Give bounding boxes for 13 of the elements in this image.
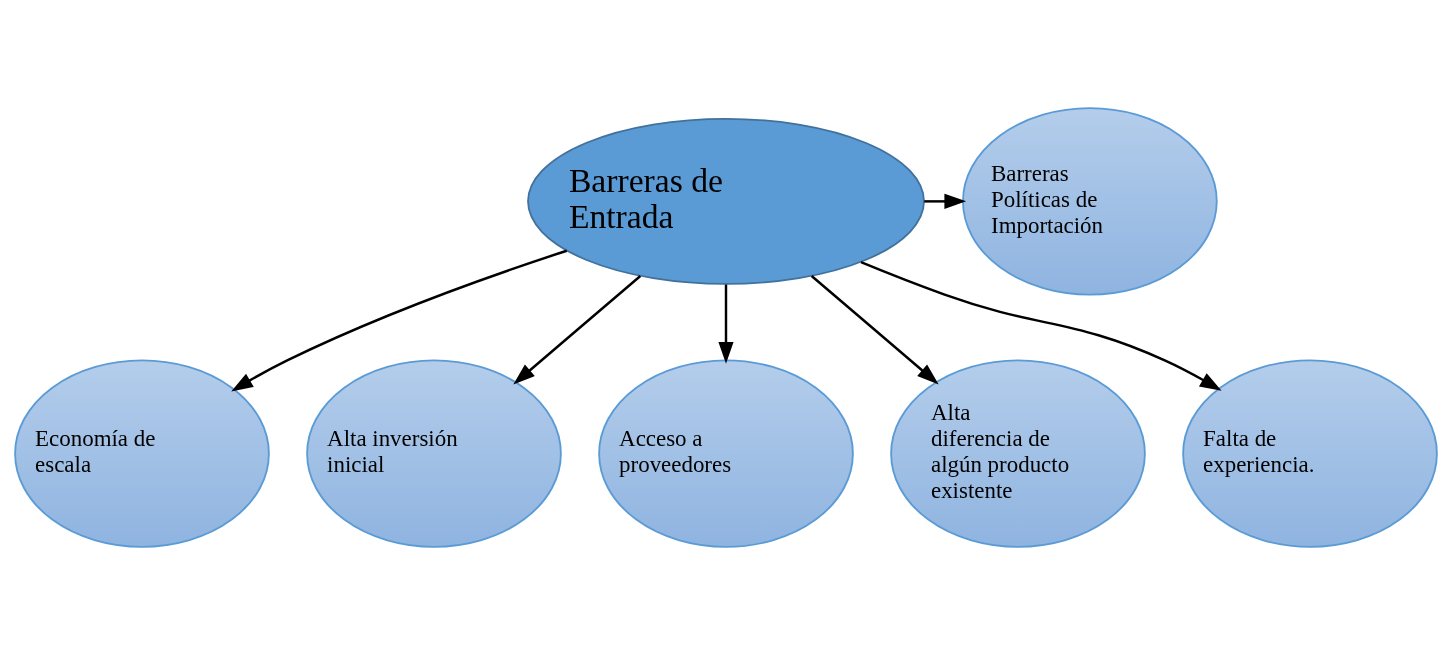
arrow	[924, 193, 967, 209]
node-ellipse: Economía de escala	[14, 358, 270, 548]
node-ellipse: Acceso a proveedores	[598, 358, 854, 548]
arrow	[231, 249, 568, 391]
arrow	[718, 284, 734, 364]
node-ellipse: Falta de experiencia.	[1182, 358, 1438, 548]
node-ellipse: Alta diferencia de algún producto existente	[890, 358, 1146, 548]
arrow	[860, 260, 1222, 391]
node-ellipse: Barreras Políticas de Importación	[962, 106, 1218, 296]
node-ellipse: Barreras de Entrada	[527, 117, 925, 285]
arrow	[513, 274, 642, 384]
node-ellipse: Alta inversión inicial	[306, 358, 562, 548]
arrow	[810, 274, 939, 384]
